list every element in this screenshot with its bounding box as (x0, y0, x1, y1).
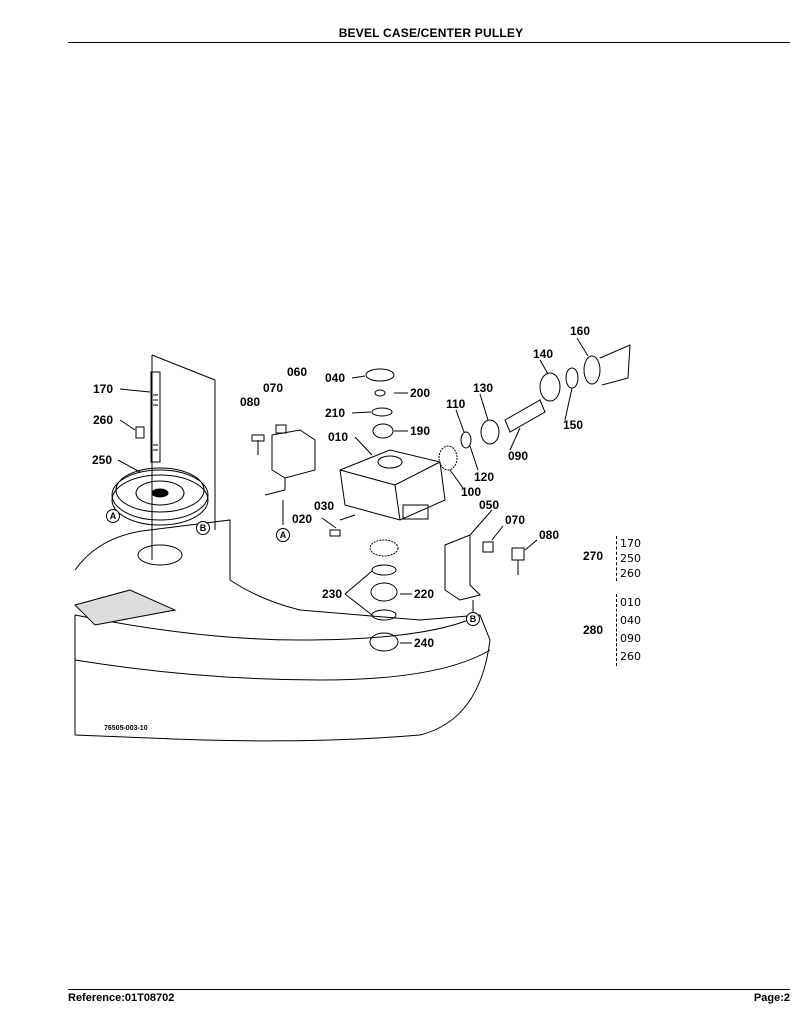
marker-b: B (196, 521, 210, 535)
callout-040: 040 (325, 371, 346, 385)
callout-130: 130 (473, 381, 494, 395)
footer-rule (68, 989, 790, 990)
callout-070b: 070 (505, 513, 526, 527)
group-part: 260 (620, 567, 641, 580)
callout-050: 050 (479, 498, 500, 512)
group-part: 170 (620, 537, 641, 550)
page-number: Page:2 (753, 992, 790, 1004)
callout-260: 260 (93, 413, 114, 427)
marker-a: A (276, 528, 290, 542)
marker-b: B (466, 612, 480, 626)
group-270-parts: 170 250 260 (616, 536, 641, 581)
group-part: 260 (620, 650, 641, 663)
callout-250: 250 (92, 453, 113, 467)
callout-190: 190 (410, 424, 431, 438)
callout-080b: 080 (539, 528, 560, 542)
drawing-number: 76505-003-10 (104, 725, 148, 732)
marker-a: A (106, 509, 120, 523)
group-part: 090 (620, 632, 641, 645)
callout-020: 020 (292, 512, 313, 526)
callout-200: 200 (410, 386, 431, 400)
group-label-270: 270 (583, 549, 604, 563)
group-part: 250 (620, 552, 641, 565)
group-280-parts: 010 040 090 260 (616, 594, 641, 666)
bevel-case-010 (339, 449, 446, 521)
callout-220: 220 (414, 587, 435, 601)
callout-160: 160 (570, 324, 591, 338)
group-label-280: 280 (583, 623, 604, 637)
page-title: BEVEL CASE/CENTER PULLEY (338, 26, 524, 40)
key-260 (135, 426, 145, 439)
callout-210: 210 (325, 406, 346, 420)
callout-080: 080 (240, 395, 261, 409)
shaft-170 (150, 371, 161, 463)
group-part: 010 (620, 596, 641, 609)
callout-140: 140 (533, 347, 554, 361)
reference-number: Reference:01T08702 (68, 992, 175, 1004)
callout-240: 240 (414, 636, 435, 650)
callout-100: 100 (461, 485, 482, 499)
mower-deck-outline (74, 614, 491, 742)
callout-030: 030 (314, 499, 335, 513)
callout-230: 230 (322, 587, 343, 601)
group-part: 040 (620, 614, 641, 627)
callout-170: 170 (93, 382, 114, 396)
callout-010: 010 (328, 430, 349, 444)
callout-120: 120 (474, 470, 495, 484)
callout-110: 110 (446, 397, 466, 411)
shaft-090 (504, 399, 546, 433)
callout-070: 070 (263, 381, 284, 395)
callout-060: 060 (287, 365, 308, 379)
pulley-250 (111, 467, 209, 526)
header-rule (68, 42, 790, 43)
callout-150: 150 (563, 418, 584, 432)
callout-090: 090 (508, 449, 529, 463)
